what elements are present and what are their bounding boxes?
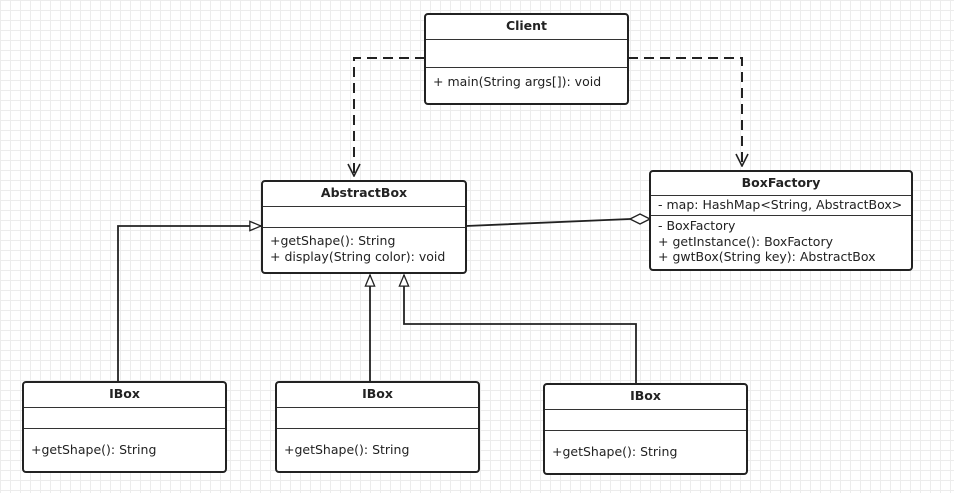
attributes-compartment (263, 207, 465, 228)
attributes-compartment (545, 410, 746, 431)
class-name: BoxFactory (651, 172, 911, 196)
operations-compartment: +getShape(): String (545, 431, 746, 460)
generalization-ibox1-abstractbox[interactable] (117, 226, 261, 381)
operations-compartment: +getShape(): String (24, 429, 225, 458)
generalization-ibox3-abstractbox[interactable] (404, 275, 637, 383)
dependency-client-to-abstractbox[interactable] (354, 57, 425, 176)
attributes-compartment: - map: HashMap<String, AbstractBox> (651, 196, 911, 216)
operation-main: + main(String args[]): void (433, 74, 602, 89)
operation-getshape: +getShape(): String (270, 233, 396, 248)
class-name: IBox (24, 383, 225, 408)
class-boxfactory[interactable]: BoxFactory - map: HashMap<String, Abstra… (649, 170, 913, 271)
class-name: Client (426, 15, 627, 40)
operation-display: + display(String color): void (270, 248, 446, 264)
operations-compartment: - BoxFactory + getInstance(): BoxFactory… (651, 216, 911, 265)
class-client[interactable]: Client + main(String args[]): void (424, 13, 629, 105)
operation-getshape: +getShape(): String (31, 442, 157, 457)
operation-constructor: - BoxFactory (658, 218, 736, 233)
attributes-compartment (24, 408, 225, 429)
class-name: IBox (545, 385, 746, 410)
class-abstractbox[interactable]: AbstractBox +getShape(): String + displa… (261, 180, 467, 274)
operation-getinstance: + getInstance(): BoxFactory (658, 233, 833, 249)
class-ibox-left[interactable]: IBox +getShape(): String (22, 381, 227, 473)
operation-getshape: +getShape(): String (284, 442, 410, 457)
operations-compartment: +getShape(): String (277, 429, 478, 458)
operation-getshape: +getShape(): String (552, 444, 678, 459)
class-name: IBox (277, 383, 478, 408)
class-name: AbstractBox (263, 182, 465, 207)
attributes-compartment (426, 40, 627, 68)
class-ibox-middle[interactable]: IBox +getShape(): String (275, 381, 480, 473)
attributes-compartment (277, 408, 478, 429)
operations-compartment: +getShape(): String + display(String col… (263, 228, 465, 264)
operation-gwtbox: + gwtBox(String key): AbstractBox (658, 249, 876, 264)
attribute-map: - map: HashMap<String, AbstractBox> (658, 197, 903, 212)
class-ibox-right[interactable]: IBox +getShape(): String (543, 383, 748, 475)
aggregation-boxfactory-abstractbox[interactable] (465, 219, 650, 227)
operations-compartment: + main(String args[]): void (426, 68, 627, 90)
dependency-client-to-boxfactory[interactable] (628, 57, 742, 166)
